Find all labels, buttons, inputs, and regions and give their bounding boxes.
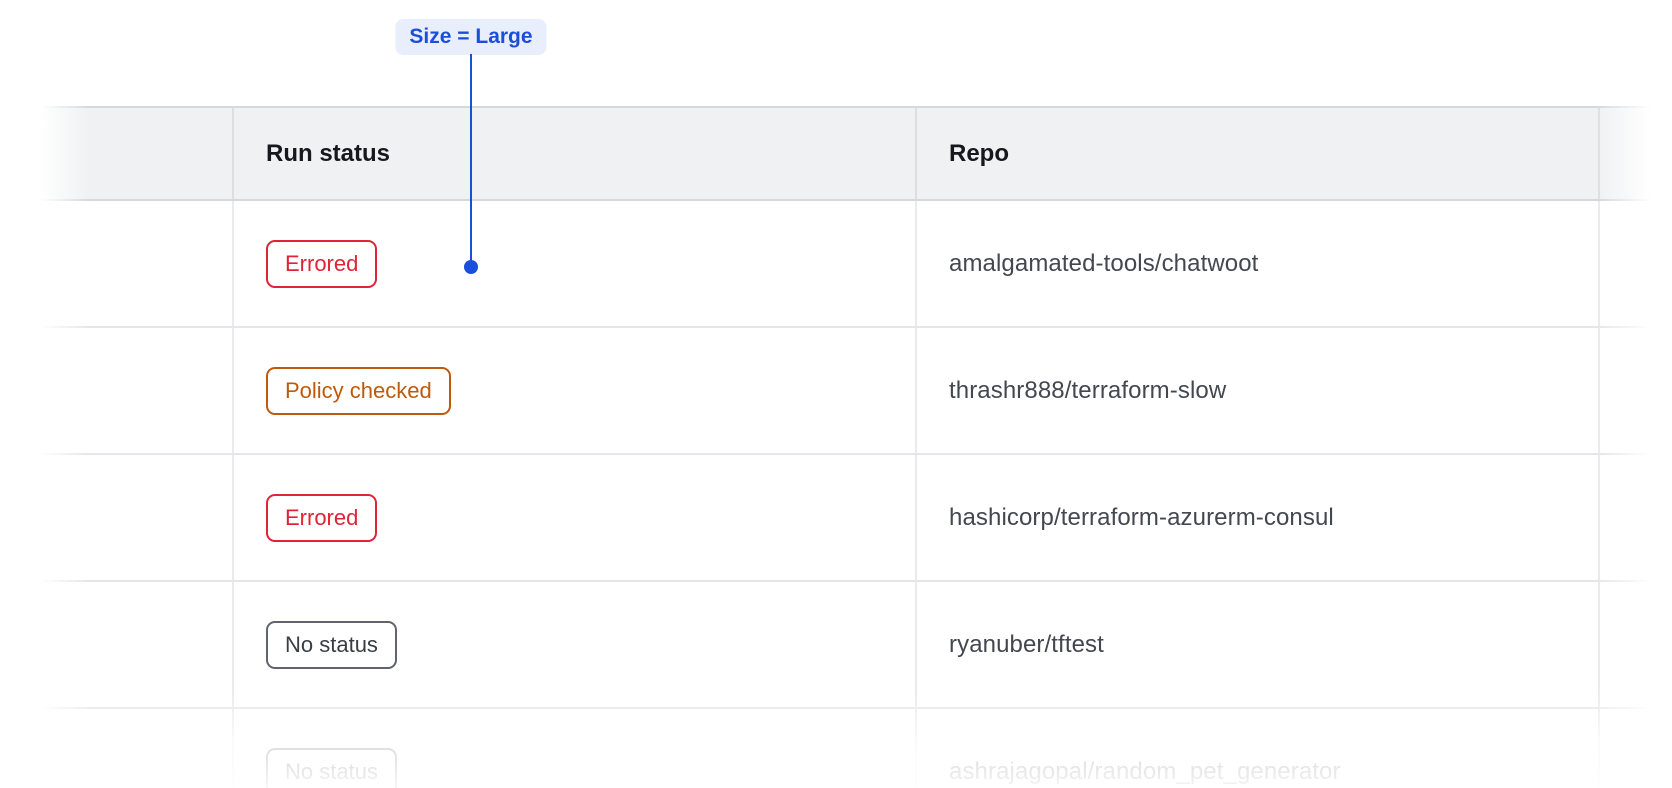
run-status-cell: No status xyxy=(232,581,916,709)
run-status-badge: Errored xyxy=(266,239,378,288)
table-header-row: Run status Repo xyxy=(0,106,1672,201)
run-status-badge: No status xyxy=(266,620,397,669)
table-row[interactable]: Policy checked thrashr888/terraform-slow xyxy=(0,327,1672,455)
table-row[interactable]: Errored amalgamated-tools/chatwoot xyxy=(0,200,1672,328)
trailing-cell xyxy=(1598,708,1672,788)
run-status-cell: Errored xyxy=(232,454,916,582)
leading-cell xyxy=(0,200,233,328)
run-status-cell: No status xyxy=(232,708,916,788)
run-status-cell: Policy checked xyxy=(232,327,916,455)
table-row[interactable]: Errored hashicorp/terraform-azurerm-cons… xyxy=(0,454,1672,582)
repo-cell: ashrajagopal/random_pet_generator xyxy=(915,708,1599,788)
repo-cell: ryanuber/tftest xyxy=(915,581,1599,709)
run-status-cell: Errored xyxy=(232,200,916,328)
repo-cell: thrashr888/terraform-slow xyxy=(915,327,1599,455)
leading-cell xyxy=(0,708,233,788)
trailing-cell xyxy=(1598,581,1672,709)
repo-name: ashrajagopal/random_pet_generator xyxy=(949,757,1341,785)
repo-name: amalgamated-tools/chatwoot xyxy=(949,249,1259,277)
table-row[interactable]: No status ashrajagopal/random_pet_genera… xyxy=(0,708,1672,788)
leading-cell xyxy=(0,454,233,582)
repo-name: ryanuber/tftest xyxy=(949,630,1104,658)
run-status-badge: Policy checked xyxy=(266,366,451,415)
repo-name: thrashr888/terraform-slow xyxy=(949,376,1227,404)
leading-cell xyxy=(0,581,233,709)
column-header-repo: Repo xyxy=(915,106,1599,201)
repo-cell: amalgamated-tools/chatwoot xyxy=(915,200,1599,328)
table-body: Errored amalgamated-tools/chatwoot Polic… xyxy=(0,200,1672,788)
column-header-trailing xyxy=(1598,106,1672,201)
table-row[interactable]: No status ryanuber/tftest xyxy=(0,581,1672,709)
repo-cell: hashicorp/terraform-azurerm-consul xyxy=(915,454,1599,582)
leading-cell xyxy=(0,327,233,455)
trailing-cell xyxy=(1598,327,1672,455)
run-status-badge: No status xyxy=(266,747,397,788)
run-status-badge: Errored xyxy=(266,493,378,542)
trailing-cell xyxy=(1598,200,1672,328)
size-annotation-pill: Size = Large xyxy=(395,19,547,55)
column-header-run-status: Run status xyxy=(232,106,916,201)
column-header-leading xyxy=(0,106,233,201)
repo-name: hashicorp/terraform-azurerm-consul xyxy=(949,503,1334,531)
trailing-cell xyxy=(1598,454,1672,582)
runs-table: Run status Repo Errored amalgamated-tool… xyxy=(0,106,1672,788)
